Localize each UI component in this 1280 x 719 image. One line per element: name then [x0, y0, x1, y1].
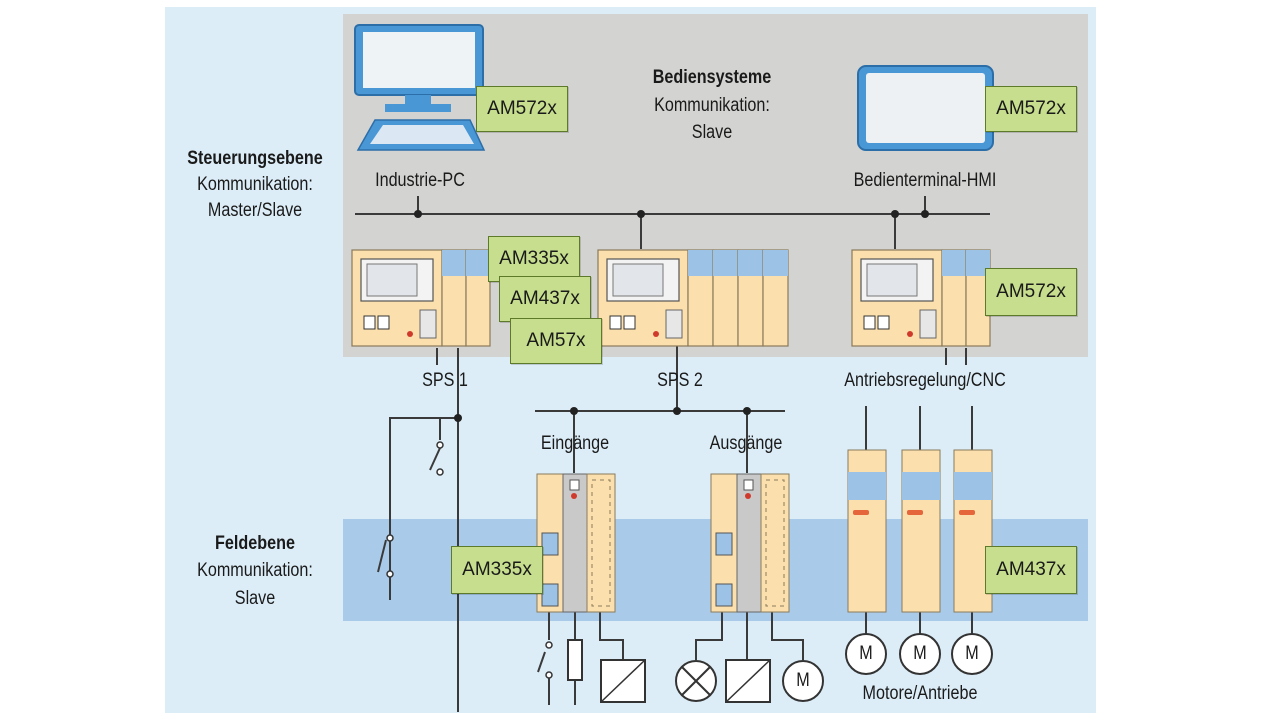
bus-dot	[570, 407, 578, 415]
switch-contact	[545, 671, 553, 679]
switch-contact	[436, 441, 444, 449]
converter-icon-out	[725, 659, 771, 703]
bus-dot	[414, 210, 422, 218]
chip-badge-hmi: AM572x	[985, 86, 1077, 132]
drive-modules	[847, 449, 993, 613]
in-switch-blade	[537, 651, 546, 673]
industrial-pc-label: Industrie-PC	[375, 170, 465, 191]
control-level-line1: Kommunikation:	[197, 174, 313, 195]
cnc-rack	[851, 249, 991, 347]
sps2-rack	[597, 249, 789, 347]
operating-level-title: Bediensysteme	[652, 67, 772, 88]
field-level-line2: Slave	[234, 588, 276, 609]
outputs-label: Ausgänge	[709, 433, 783, 454]
in-wire-3	[599, 612, 624, 660]
input-module	[536, 473, 616, 613]
switch-contact	[386, 570, 394, 578]
hmi-label: Bedienterminal-HMI	[853, 170, 997, 191]
chip-badge-pc: AM572x	[476, 86, 568, 132]
motor-symbol: M	[913, 643, 927, 664]
motor-symbol: M	[796, 670, 810, 691]
switch-contact	[436, 468, 444, 476]
bus-dot	[637, 210, 645, 218]
switch-blade-2	[377, 539, 387, 573]
inputs-label: Eingänge	[540, 433, 610, 454]
bus-dot	[454, 414, 462, 422]
bus-dot	[743, 407, 751, 415]
motor-symbol: M	[965, 643, 979, 664]
sps1-label: SPS 1	[422, 370, 468, 391]
output-module	[710, 473, 790, 613]
motor-icons	[845, 633, 993, 675]
control-level-title: Steuerungsebene	[187, 148, 323, 169]
switch-blade-1	[429, 447, 441, 471]
bus-dot	[673, 407, 681, 415]
operating-level-line1: Kommunikation:	[654, 95, 770, 116]
switch-contact	[386, 534, 394, 542]
motor-icon-out	[782, 660, 824, 702]
converter-icon-in	[600, 659, 646, 703]
drive-control-label: Antriebsregelung/CNC	[844, 370, 1006, 391]
resistor-icon	[567, 639, 583, 681]
sps1-rack	[351, 249, 491, 347]
control-level-line2: Master/Slave	[207, 200, 303, 221]
operating-level-line2: Slave	[691, 122, 733, 143]
out-wire-1	[695, 612, 723, 660]
chip-badge-io: AM335x	[451, 546, 543, 594]
hmi-terminal-icon	[857, 65, 994, 151]
chip-badge-drives: AM437x	[985, 546, 1077, 594]
chip-badge-sps1-a: AM335x	[488, 236, 580, 282]
motors-label: Motore/Antriebe	[862, 683, 978, 704]
chip-badge-cnc: AM572x	[985, 268, 1077, 316]
switch-contact	[545, 641, 553, 649]
bus-dot	[921, 210, 929, 218]
out-wire-3	[771, 612, 804, 660]
industrial-pc-icon	[354, 24, 486, 151]
field-level-title: Feldebene	[215, 533, 295, 554]
sps2-label: SPS 2	[657, 370, 703, 391]
field-level-line1: Kommunikation:	[197, 560, 313, 581]
bus-dot	[891, 210, 899, 218]
lamp-icon	[675, 660, 717, 702]
chip-badge-sps1-b: AM437x	[499, 276, 591, 322]
motor-symbol: M	[859, 643, 873, 664]
chip-badge-sps1-c: AM57x	[510, 318, 602, 364]
